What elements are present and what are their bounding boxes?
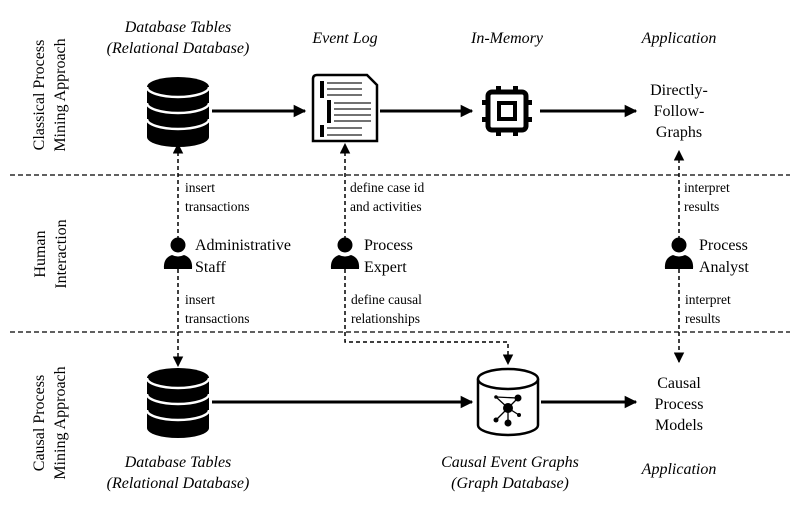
- person-icon: [664, 237, 694, 269]
- expert-below-label: define causal relationships: [351, 292, 422, 326]
- analyst-below-label: interpret results: [685, 292, 731, 326]
- lane-title-classical: Classical Process Mining Approach: [31, 38, 69, 152]
- network-graph-icon: [493, 394, 522, 427]
- in-memory-title: In-Memory: [471, 30, 543, 47]
- person-icon: [330, 237, 360, 269]
- classical-application-title: Application: [641, 30, 717, 47]
- relational-database-icon: [145, 77, 211, 147]
- graph-database-icon: [476, 367, 540, 437]
- lane-title-human: Human Interaction: [32, 219, 70, 289]
- graph-db-title: Causal Event Graphs: [441, 454, 579, 471]
- classical-db-title: Database Tables: [124, 19, 232, 36]
- cpu-chip-icon: [482, 86, 532, 136]
- expert-above-label: define case id and activities: [350, 180, 425, 214]
- graph-db-subtitle: (Graph Database): [451, 475, 569, 492]
- lane-title-causal: Causal Process Mining Approach: [31, 366, 69, 480]
- process-analyst-name: Process Analyst: [699, 237, 749, 276]
- directly-follow-graphs-output: Directly- Follow- Graphs: [650, 82, 708, 141]
- administrative-staff-name: Administrative Staff: [195, 237, 291, 276]
- causal-application-title: Application: [641, 461, 717, 478]
- causal-db-title: Database Tables: [124, 454, 232, 471]
- relational-database-icon: [145, 368, 211, 438]
- analyst-above-label: interpret results: [684, 180, 730, 214]
- process-expert-name: Process Expert: [364, 237, 413, 276]
- connector-expert-to-graphdb: [344, 262, 514, 366]
- classical-db-subtitle: (Relational Database): [106, 40, 250, 57]
- staff-below-label: insert transactions: [185, 292, 250, 326]
- event-log-document-icon: [311, 73, 379, 143]
- person-icon: [163, 237, 193, 269]
- causal-db-subtitle: (Relational Database): [106, 475, 250, 492]
- staff-above-label: insert transactions: [185, 180, 250, 214]
- causal-process-models-output: Causal Process Models: [654, 375, 704, 434]
- event-log-title: Event Log: [312, 30, 378, 47]
